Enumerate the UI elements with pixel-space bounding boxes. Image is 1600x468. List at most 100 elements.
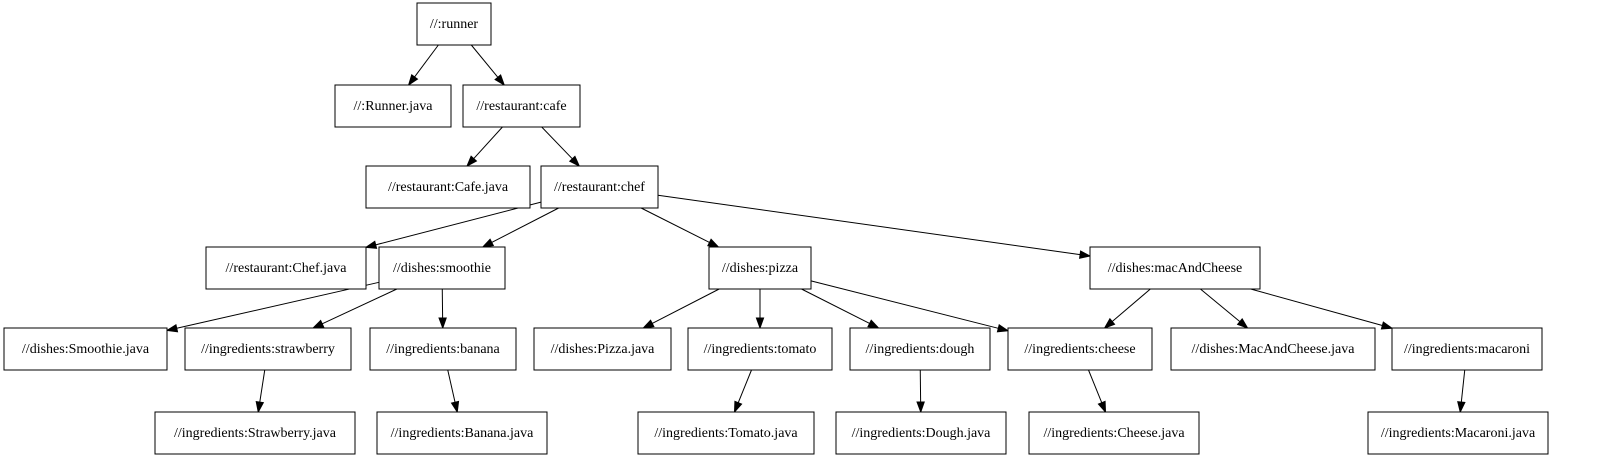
node-box-cafe[interactable] (462, 84, 581, 128)
node-runner[interactable]: //:runner (416, 2, 492, 46)
node-smoothie[interactable]: //dishes:smoothie (378, 246, 506, 290)
edge-strawberry-to-strawberry_java (259, 369, 266, 403)
node-label-pizza_java: //dishes:Pizza.java (551, 342, 656, 357)
node-box-runner[interactable] (416, 2, 492, 46)
node-macaroni_java[interactable]: //ingredients:Macaroni.java (1367, 411, 1549, 455)
node-macandcheese[interactable]: //dishes:macAndCheese (1089, 246, 1261, 290)
node-label-cafe: //restaurant:cafe (476, 99, 566, 114)
node-box-macaroni[interactable] (1391, 327, 1543, 371)
node-box-macandcheese[interactable] (1089, 246, 1261, 290)
node-box-chef_java[interactable] (205, 246, 367, 290)
node-box-dough_java[interactable] (835, 411, 1007, 455)
node-label-strawberry_java: //ingredients:Strawberry.java (174, 426, 337, 441)
node-box-runner_java[interactable] (334, 84, 452, 128)
node-cheese[interactable]: //ingredients:cheese (1007, 327, 1153, 371)
node-label-runner_java: //:Runner.java (354, 99, 434, 114)
edge-tomato-to-tomato_java (737, 369, 752, 403)
node-box-pizza[interactable] (708, 246, 812, 290)
node-label-dough_java: //ingredients:Dough.java (852, 426, 992, 441)
arrowhead-chef-to-macandcheese (1079, 250, 1092, 259)
node-smoothie_java[interactable]: //dishes:Smoothie.java (3, 327, 168, 371)
node-runner_java[interactable]: //:Runner.java (334, 84, 452, 128)
arrowhead-runner-to-cafe (494, 74, 506, 87)
node-box-tomato_java[interactable] (637, 411, 815, 455)
arrowhead-pizza-to-dough (867, 319, 880, 329)
edge-cafe-to-chef (541, 126, 573, 160)
node-chef[interactable]: //restaurant:chef (540, 165, 659, 209)
nodes-layer: //:runner //:Runner.java //restaurant:cafe… (3, 2, 1549, 455)
node-box-banana[interactable] (369, 327, 517, 371)
node-label-cheese: //ingredients:cheese (1024, 342, 1135, 357)
edge-runner-to-cafe (470, 44, 499, 78)
node-chef_java[interactable]: //restaurant:Chef.java (205, 246, 367, 290)
edge-macandcheese-to-cheese (1111, 288, 1151, 322)
node-label-dough: //ingredients:dough (866, 342, 975, 357)
edge-smoothie-to-smoothie_java (176, 281, 380, 329)
edge-pizza-to-cheese (810, 280, 999, 329)
node-box-strawberry[interactable] (184, 327, 352, 371)
node-banana[interactable]: //ingredients:banana (369, 327, 517, 371)
node-box-smoothie[interactable] (378, 246, 506, 290)
node-box-cheese_java[interactable] (1028, 411, 1200, 455)
node-box-smoothie_java[interactable] (3, 327, 168, 371)
edge-smoothie-to-strawberry (321, 288, 398, 325)
arrowhead-chef-to-pizza (707, 238, 720, 248)
arrowhead-pizza-to-cheese (996, 324, 1010, 333)
arrowhead-tomato-to-tomato_java (733, 400, 743, 414)
edge-runner-to-runner_java (414, 44, 439, 78)
node-tomato[interactable]: //ingredients:tomato (687, 327, 833, 371)
node-box-banana_java[interactable] (376, 411, 548, 455)
arrowhead-cheese-to-cheese_java (1097, 400, 1107, 414)
node-cheese_java[interactable]: //ingredients:Cheese.java (1028, 411, 1200, 455)
node-label-strawberry: //ingredients:strawberry (201, 342, 335, 357)
arrowhead-macandcheese-to-macandcheese_java (1236, 317, 1249, 329)
node-dough_java[interactable]: //ingredients:Dough.java (835, 411, 1007, 455)
arrowhead-macaroni-to-macaroni_java (1457, 401, 1466, 414)
node-tomato_java[interactable]: //ingredients:Tomato.java (637, 411, 815, 455)
node-box-chef[interactable] (540, 165, 659, 209)
node-cafe[interactable]: //restaurant:cafe (462, 84, 581, 128)
node-box-cheese[interactable] (1007, 327, 1153, 371)
arrowhead-cafe-to-chef (568, 155, 581, 168)
node-label-chef_java: //restaurant:Chef.java (226, 261, 348, 276)
node-pizza[interactable]: //dishes:pizza (708, 246, 812, 290)
node-box-cafe_java[interactable] (365, 165, 531, 209)
node-box-tomato[interactable] (687, 327, 833, 371)
arrowhead-banana-to-banana_java (450, 400, 460, 414)
node-box-macandcheese_java[interactable] (1170, 327, 1376, 371)
node-label-cheese_java: //ingredients:Cheese.java (1043, 426, 1185, 441)
node-pizza_java[interactable]: //dishes:Pizza.java (533, 327, 672, 371)
node-macaroni[interactable]: //ingredients:macaroni (1391, 327, 1543, 371)
edge-macandcheese-to-macandcheese_java (1200, 288, 1241, 323)
arrowhead-pizza-to-pizza_java (642, 319, 655, 329)
arrowhead-chef-to-chef_java (364, 240, 378, 249)
edge-chef-to-macandcheese (657, 194, 1081, 256)
node-macandcheese_java[interactable]: //dishes:MacAndCheese.java (1170, 327, 1376, 371)
node-strawberry[interactable]: //ingredients:strawberry (184, 327, 352, 371)
arrowhead-smoothie-to-banana (438, 317, 447, 330)
node-box-pizza_java[interactable] (533, 327, 672, 371)
node-label-macandcheese_java: //dishes:MacAndCheese.java (1192, 342, 1356, 357)
arrowhead-chef-to-smoothie (481, 238, 495, 248)
edge-banana-to-banana_java (447, 369, 456, 403)
arrowhead-runner-to-runner_java (407, 74, 419, 87)
node-box-macaroni_java[interactable] (1367, 411, 1549, 455)
node-box-strawberry_java[interactable] (154, 411, 356, 455)
edge-chef-to-chef_java (375, 201, 542, 246)
edge-pizza-to-pizza_java (652, 288, 720, 324)
node-label-macaroni_java: //ingredients:Macaroni.java (1381, 426, 1536, 441)
node-box-dough[interactable] (849, 327, 991, 371)
node-label-runner: //:runner (430, 17, 479, 32)
node-strawberry_java[interactable]: //ingredients:Strawberry.java (154, 411, 356, 455)
node-banana_java[interactable]: //ingredients:Banana.java (376, 411, 548, 455)
arrowhead-strawberry-to-strawberry_java (255, 400, 265, 414)
arrowhead-macandcheese-to-macaroni (1380, 321, 1394, 330)
node-cafe_java[interactable]: //restaurant:Cafe.java (365, 165, 531, 209)
node-label-tomato: //ingredients:tomato (704, 342, 817, 357)
edge-macaroni-to-macaroni_java (1460, 369, 1466, 403)
node-dough[interactable]: //ingredients:dough (849, 327, 991, 371)
node-label-macaroni: //ingredients:macaroni (1404, 342, 1530, 357)
node-label-smoothie: //dishes:smoothie (393, 261, 491, 276)
